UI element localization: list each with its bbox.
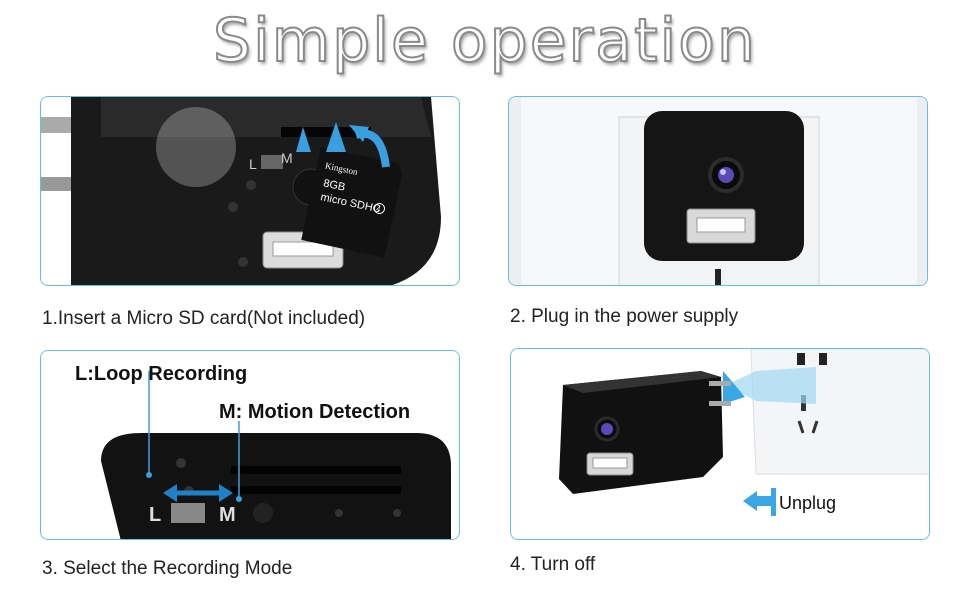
switch-l-label: L [149,504,161,526]
svg-text:M: M [281,150,293,166]
step-4-image: Unplug [510,348,930,540]
unplug-illustration [511,349,929,539]
mode-switch [171,503,205,523]
step-3-image: L M L:Loop Recording M: Motion Detection [40,350,460,540]
step-4-caption: 4. Turn off [510,554,596,575]
sd-insert-illustration: L M Kingston 8GB micro SDHC 4 [41,97,459,285]
arrow-up-icon [296,127,311,152]
outlet-icon [797,353,805,365]
step-1-caption: 1.Insert a Micro SD card(Not included) [42,308,366,329]
step-1-image: L M Kingston 8GB micro SDHC 4 [40,96,460,286]
step-2-caption: 2. Plug in the power supply [510,306,739,327]
sd-card-icon: Kingston 8GB micro SDHC 4 [301,147,403,258]
svg-text:4: 4 [376,206,381,214]
unplug-label: Unplug [779,493,837,513]
motion-detection-label: M: Motion Detection [219,401,411,423]
plug-prong-icon [709,381,731,386]
step-3-caption: 3. Select the Recording Mode [42,558,293,579]
svg-text:8GB: 8GB [322,177,346,193]
unplug-arrow-icon [753,496,771,506]
arrow-left-icon [723,371,745,404]
loop-recording-label: L:Loop Recording [75,363,248,385]
plug-in-illustration [509,97,927,285]
switch-l-label: L [249,156,257,172]
page-title: Simple operation [212,5,758,77]
step-2-image [508,96,928,286]
mode-switch-illustration: L M [41,351,459,539]
switch-m-label: M [219,504,236,526]
sd-slot [281,127,371,137]
